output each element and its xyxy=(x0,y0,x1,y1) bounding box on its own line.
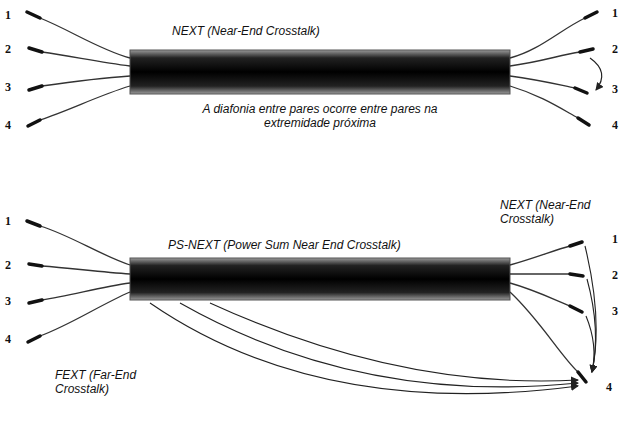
caption-text: NEXT (Near-End Crosstalk) xyxy=(500,198,600,226)
caption-text: FEXT (Far-End Crosstalk) xyxy=(55,368,155,396)
callout-number: 3 xyxy=(612,82,618,96)
callout-number: 2 xyxy=(5,258,11,272)
caption-text: A diafonia entre pares ocorre entre pare… xyxy=(175,102,465,130)
callout-number: 4 xyxy=(5,332,11,346)
caption-text: NEXT (Near-End Crosstalk) xyxy=(172,24,320,38)
callout-number: 3 xyxy=(612,304,618,318)
callout-number: 4 xyxy=(5,118,11,132)
callout-number: 3 xyxy=(5,294,11,308)
callout-number: 1 xyxy=(5,214,11,228)
callout-number: 1 xyxy=(5,8,11,22)
callout-number: 1 xyxy=(612,232,618,246)
callout-number: 4 xyxy=(612,118,618,132)
callout-number: 2 xyxy=(612,42,618,56)
callout-number: 2 xyxy=(5,42,11,56)
callout-number: 3 xyxy=(5,80,11,94)
callout-number: 2 xyxy=(612,268,618,282)
callout-number: 1 xyxy=(612,6,618,20)
caption-text: PS-NEXT (Power Sum Near End Crosstalk) xyxy=(168,238,401,252)
callout-number: 4 xyxy=(606,380,612,394)
